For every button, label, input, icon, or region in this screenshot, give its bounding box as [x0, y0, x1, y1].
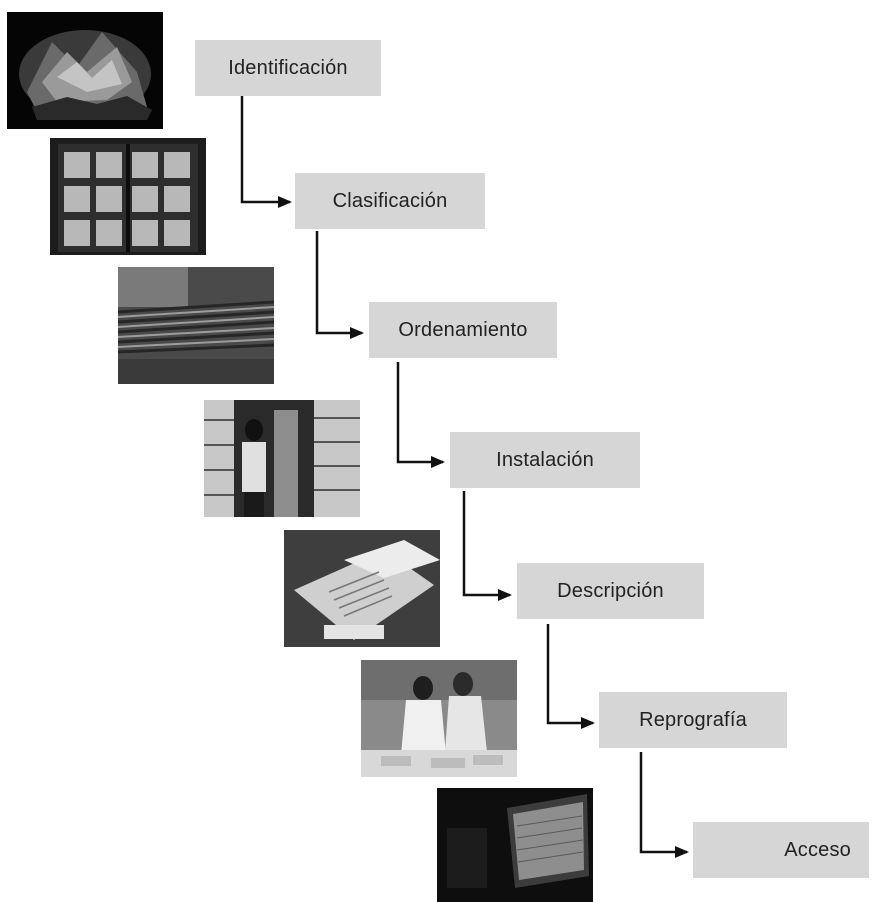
step-label: Instalación — [496, 448, 594, 471]
step-clasificacion: Clasificación — [295, 173, 485, 229]
photo-computer-access — [437, 788, 593, 902]
step-label: Descripción — [557, 579, 664, 602]
photo-document-pile — [7, 12, 163, 129]
arrow-descripcion-to-reprografia — [546, 624, 595, 729]
photo-document-description — [284, 530, 440, 647]
step-acceso: Acceso — [693, 822, 869, 878]
step-descripcion: Descripción — [517, 563, 704, 619]
step-reprografia: Reprografía — [599, 692, 787, 748]
arrow-reprografia-to-acceso — [639, 752, 689, 858]
arrow-instalacion-to-descripcion — [462, 491, 512, 601]
step-label: Reprografía — [639, 708, 747, 731]
photo-paper-stacks — [118, 267, 274, 384]
arrow-clasificacion-to-ordenamiento — [315, 231, 364, 339]
arrow-ordenamiento-to-instalacion — [396, 362, 445, 468]
photo-archive-aisle — [204, 400, 360, 517]
photo-shelving — [50, 138, 206, 255]
step-label: Identificación — [228, 56, 348, 79]
arrow-identificacion-to-clasificacion — [240, 96, 292, 208]
step-label: Ordenamiento — [398, 318, 528, 341]
photo-reprography-workers — [361, 660, 517, 777]
step-label: Clasificación — [332, 189, 448, 212]
step-identificacion: Identificación — [195, 40, 381, 96]
step-ordenamiento: Ordenamiento — [369, 302, 557, 358]
step-label: Acceso — [784, 838, 851, 861]
step-instalacion: Instalación — [450, 432, 640, 488]
